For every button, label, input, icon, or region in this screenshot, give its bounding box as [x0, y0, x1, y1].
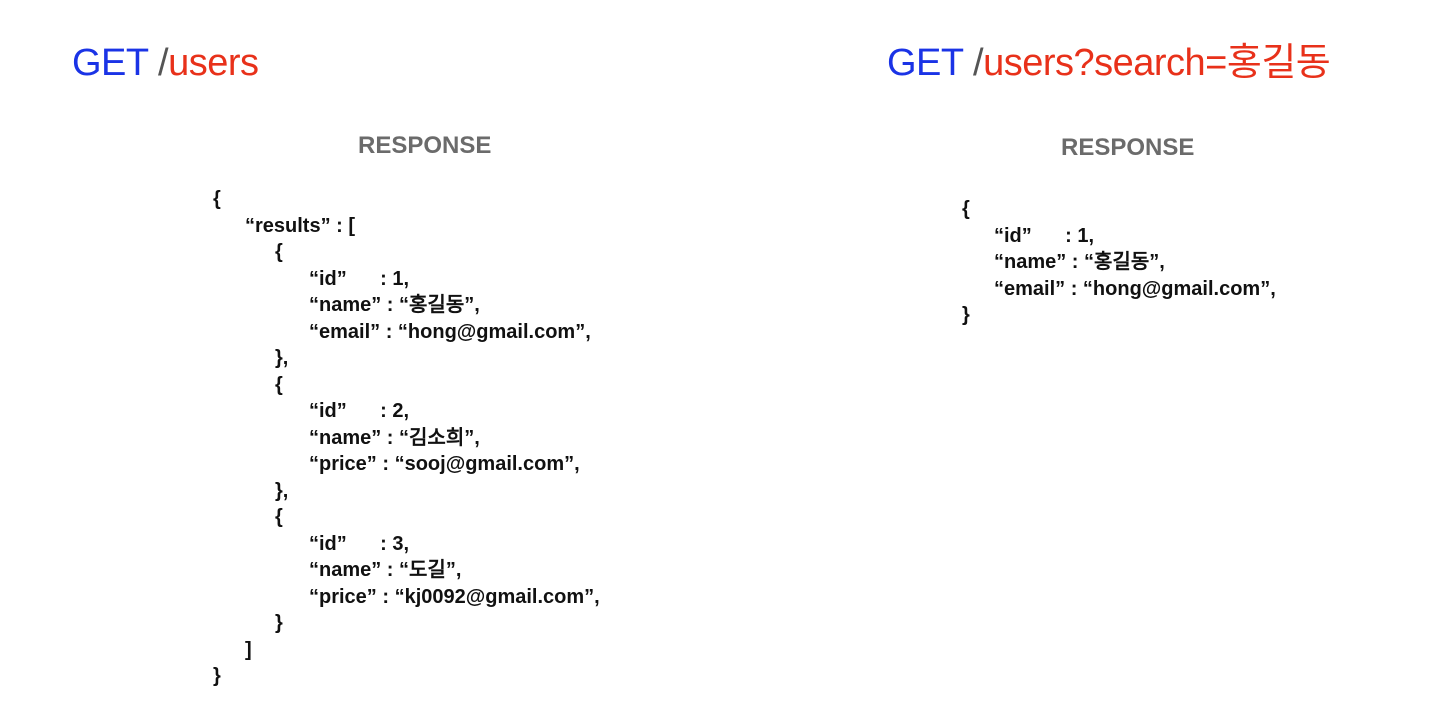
- json-line: “id” : 3,: [309, 532, 410, 555]
- json-line: {: [962, 198, 970, 220]
- json-line: {: [275, 506, 283, 528]
- left-http-method: GET: [72, 42, 148, 84]
- right-http-method: GET: [887, 42, 963, 84]
- json-line: }: [962, 304, 970, 326]
- left-response-label: RESPONSE: [358, 132, 492, 159]
- left-request-path: users: [168, 42, 259, 84]
- json-line: }: [213, 665, 221, 687]
- json-line: {: [275, 373, 283, 396]
- left-endpoint: GET /users: [72, 42, 259, 84]
- json-line: “price” : “kj0092@gmail.com”,: [309, 585, 600, 608]
- right-response-json: { “id” : 1, “name” : “홍길동”, “email” : “h…: [962, 196, 1276, 329]
- json-line: }: [275, 612, 283, 634]
- json-line: “name” : “홍길동”,: [309, 294, 480, 316]
- json-line: “email” : “hong@gmail.com”,: [309, 320, 591, 343]
- json-line: “name” : “김소희”,: [309, 426, 480, 449]
- right-response-label: RESPONSE: [1061, 134, 1195, 161]
- json-line: “id” : 2,: [309, 400, 410, 422]
- json-line: “name” : “홍길동”,: [994, 251, 1165, 273]
- left-path-slash: /: [158, 42, 169, 84]
- json-line: “email” : “hong@gmail.com”,: [994, 277, 1276, 300]
- json-line: “id” : 1,: [309, 267, 410, 290]
- right-request-path: users?search=홍길동: [983, 42, 1331, 84]
- json-line: {: [275, 241, 283, 263]
- json-line: “name” : “도길”,: [309, 559, 462, 581]
- json-line: },: [275, 479, 289, 502]
- right-path-slash: /: [973, 42, 984, 84]
- right-endpoint: GET /users?search=홍길동: [887, 42, 1331, 84]
- json-line: },: [275, 347, 289, 369]
- json-line: ]: [245, 638, 252, 661]
- json-line: “id” : 1,: [994, 224, 1095, 247]
- json-line: “results” : [: [245, 214, 356, 237]
- left-response-json: { “results” : [ { “id” : 1, “name” : “홍길…: [213, 186, 600, 690]
- json-line: {: [213, 188, 221, 210]
- json-line: “price” : “sooj@gmail.com”,: [309, 453, 580, 475]
